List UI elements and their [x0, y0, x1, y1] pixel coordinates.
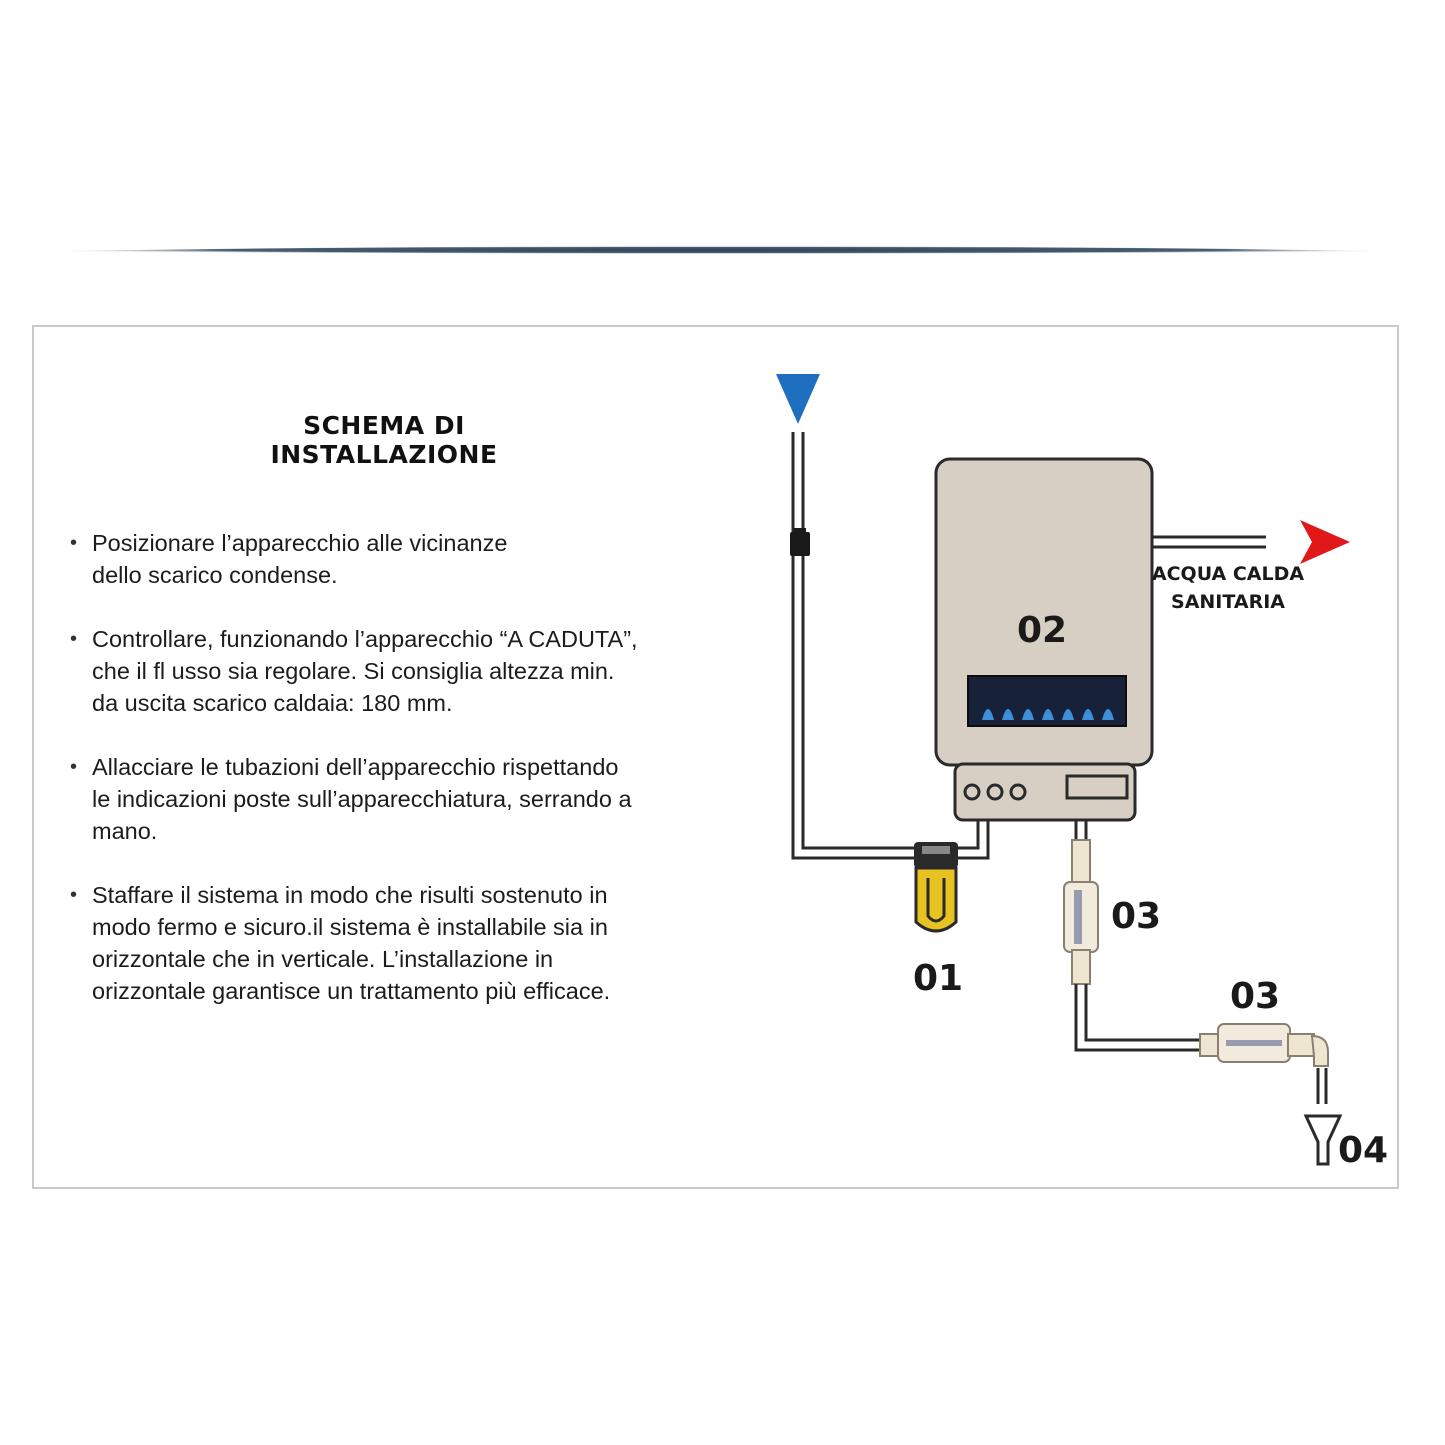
- instruction-item: Posizionare l’apparecchio alle vicinanze…: [70, 527, 710, 591]
- instruction-item: Staffare il sistema in modo che risulti …: [70, 879, 710, 1007]
- inlet-pipe: [791, 432, 922, 860]
- hot-water-pipe: [1152, 535, 1266, 549]
- treatment-unit-vertical: [1063, 820, 1099, 985]
- hot-water-label: ACQUA CALDA: [1152, 563, 1304, 585]
- instruction-item: Allacciare le tubazioni dell’apparecchio…: [70, 751, 710, 847]
- treatment-horizontal-label: 03: [1230, 976, 1280, 1017]
- top-divider: [0, 246, 1445, 254]
- drain-pipe: [1074, 984, 1204, 1052]
- filter-label: 01: [913, 958, 963, 999]
- boiler-label: 02: [1017, 610, 1067, 651]
- boiler-control-box: [953, 762, 1137, 822]
- page-title: SCHEMA DI INSTALLAZIONE: [270, 411, 498, 469]
- flame-icons: [982, 709, 1114, 720]
- filter-device: [914, 842, 958, 933]
- drain-label: 04: [1338, 1130, 1388, 1171]
- outlet-arrow-icon: [1300, 520, 1350, 564]
- condense-pipe: [958, 820, 990, 860]
- valve-icon: [790, 532, 810, 556]
- drain-funnel-icon: [1303, 1114, 1343, 1166]
- hot-water-label-2: SANITARIA: [1171, 591, 1285, 613]
- installation-card: SCHEMA DI INSTALLAZIONE Posizionare l’ap…: [32, 325, 1399, 1189]
- inlet-arrow-icon: [776, 374, 820, 424]
- treatment-vertical-label: 03: [1111, 896, 1161, 937]
- instruction-item: Controllare, funzionando l’apparecchio “…: [70, 623, 710, 719]
- instruction-list: Posizionare l’apparecchio alle vicinanze…: [70, 527, 710, 1039]
- treatment-unit-horizontal: [1199, 1023, 1329, 1067]
- installation-diagram: ACQUA CALDA SANITARIA 02 01 03 03: [776, 374, 1388, 1171]
